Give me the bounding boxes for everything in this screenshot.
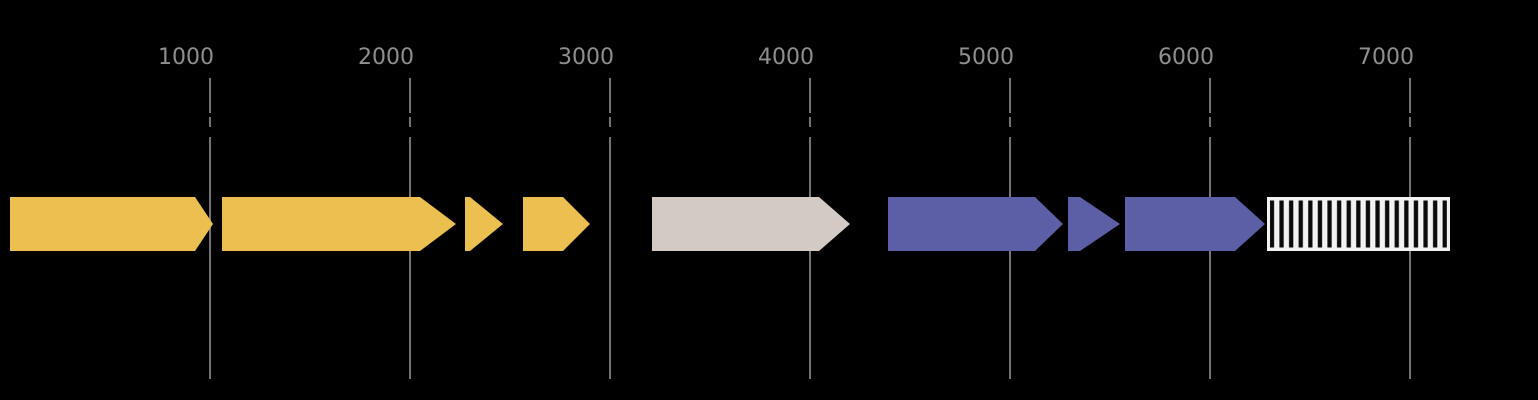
feature-4-arrow: [523, 197, 590, 251]
feature-2-arrow: [222, 197, 456, 251]
feature-8-arrow: [1125, 197, 1265, 251]
feature-3-arrow: [465, 197, 503, 251]
axis-tick-label: 3000: [558, 45, 614, 70]
axis-tick-label: 2000: [358, 45, 414, 70]
axis-tick-label: 4000: [758, 45, 814, 70]
feature-layer: [10, 197, 1450, 251]
axis-tick-label: 6000: [1158, 45, 1214, 70]
feature-5-arrow: [652, 197, 850, 251]
feature-1-arrow: [10, 197, 213, 251]
axis-tick-label: 5000: [958, 45, 1014, 70]
feature-6-arrow: [888, 197, 1063, 251]
hatched-box-stripes: [1270, 200, 1447, 248]
feature-7-arrow: [1068, 197, 1120, 251]
axis-tick-label: 7000: [1358, 45, 1414, 70]
axis-grid-layer: [209, 78, 1411, 379]
axis-tick-label: 1000: [158, 45, 214, 70]
feature-9-hatched-box: [1267, 197, 1450, 251]
